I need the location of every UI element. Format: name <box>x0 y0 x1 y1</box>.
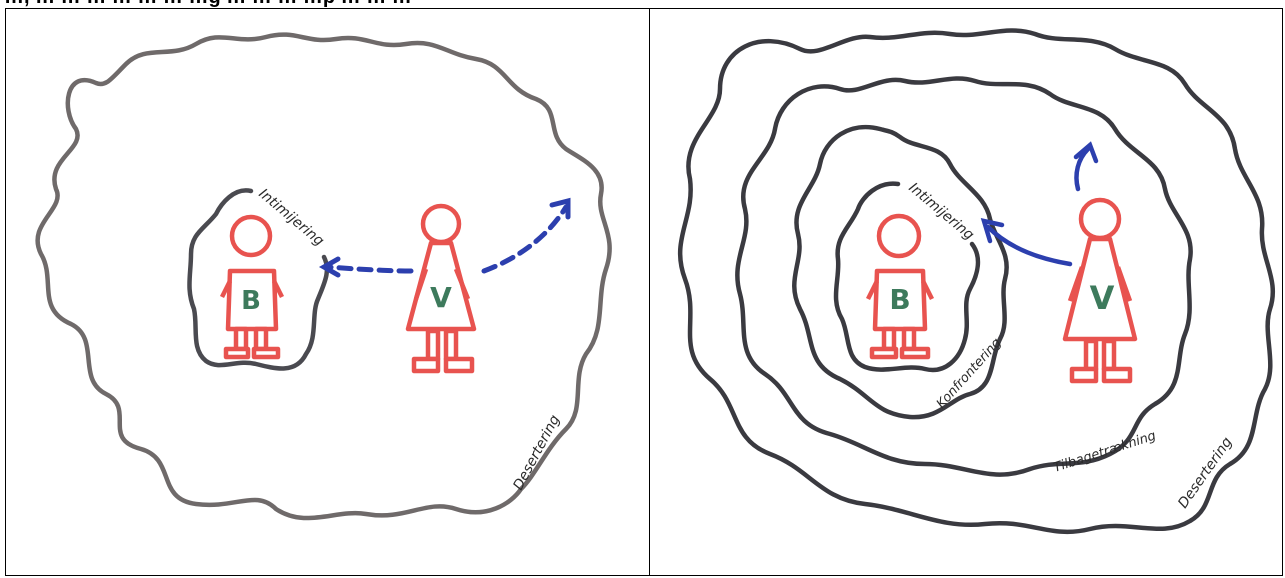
label-konfrontering: Konfrontering <box>934 336 1005 412</box>
parent-letter: V <box>430 281 452 314</box>
left-diagram: B V Intimijering Desertering <box>6 9 650 576</box>
label-desertering-left: Desertering <box>510 412 563 493</box>
child-letter: B <box>241 286 261 316</box>
child-letter-right: B <box>889 283 910 316</box>
parent-letter-right: V <box>1090 279 1115 317</box>
right-ring-outer <box>680 30 1273 531</box>
right-diagram: B V Intimijering Konfrontering Tilbagetr… <box>650 9 1283 576</box>
arrow-outward <box>484 207 566 271</box>
right-panel: B V Intimijering Konfrontering Tilbagetr… <box>649 8 1283 576</box>
arrow-outward-head <box>552 201 568 217</box>
left-outer-boundary <box>38 35 610 518</box>
arrow-to-child <box>328 267 411 271</box>
left-panel: B V Intimijering Desertering <box>5 8 650 576</box>
label-tilbagetrakning: Tilbagetrækning <box>1052 429 1158 476</box>
